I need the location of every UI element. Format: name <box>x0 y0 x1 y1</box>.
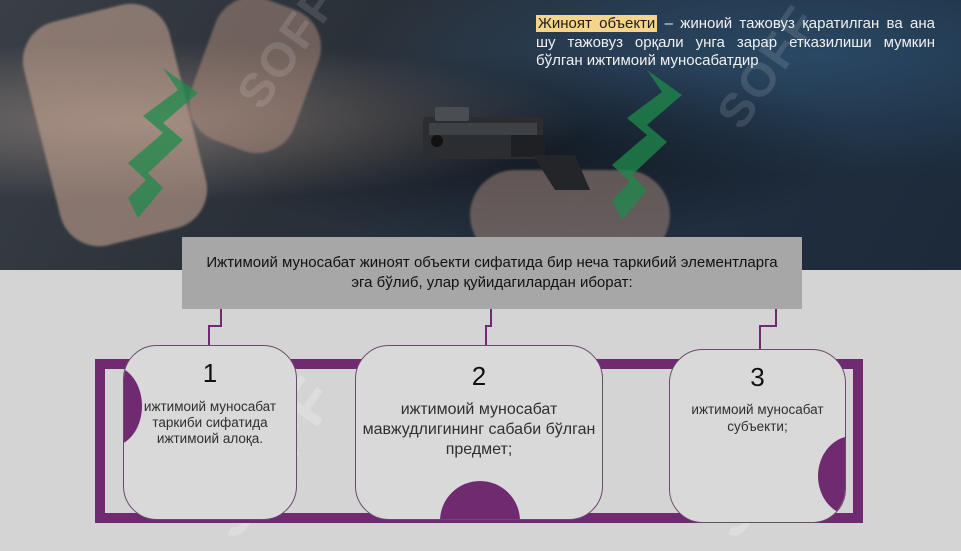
item-card-3: 3 ижтимоий муносабат субъекти; <box>669 349 846 523</box>
item-card-1: 1 ижтимоий муносабат таркиби сифатида иж… <box>123 345 297 520</box>
definition-text: – жиноий тажовуз қаратилган ва ана шу та… <box>536 15 935 69</box>
item-text: ижтимоий муносабат субъекти; <box>691 402 824 434</box>
decor-circle <box>440 481 520 519</box>
connector-line <box>759 309 777 351</box>
intro-banner: Ижтимоий муносабат жиноят объекти сифати… <box>182 237 802 309</box>
connector-line <box>485 309 492 347</box>
item-text: ижтимоий муносабат таркиби сифатида ижти… <box>143 399 277 446</box>
banner-text: Ижтимоий муносабат жиноят объекти сифати… <box>206 254 778 291</box>
item-number: 3 <box>750 362 765 392</box>
item-number: 1 <box>202 358 218 388</box>
item-text: ижтимоий муносабат мавжудлигининг сабаби… <box>362 401 596 458</box>
object-definition: Жиноят объекти – жиноий тажовуз қаратилг… <box>536 15 935 71</box>
pistol-icon <box>423 107 590 190</box>
item-number: 2 <box>471 361 487 391</box>
logo-mark-icon <box>612 70 682 220</box>
decor-circle <box>818 436 845 516</box>
decor-circle <box>124 366 142 446</box>
highlighted-term: Жиноят объекти <box>536 15 658 32</box>
logo-mark-icon <box>128 68 198 218</box>
connector-line <box>208 309 222 347</box>
background-photo: Жиноят объекти – жиноий тажовуз қаратилг… <box>0 0 961 270</box>
item-card-2: 2 ижтимоий муносабат мавжудлигининг саба… <box>355 345 603 520</box>
